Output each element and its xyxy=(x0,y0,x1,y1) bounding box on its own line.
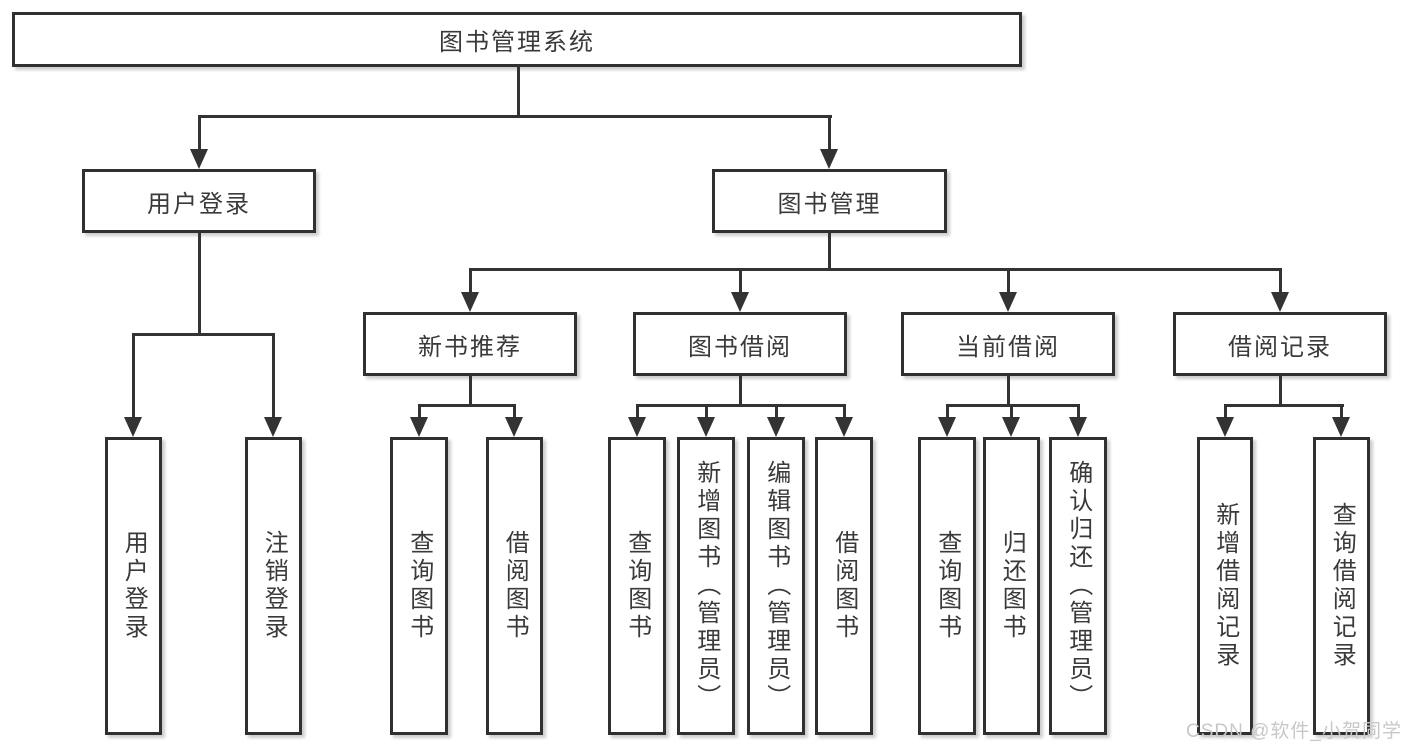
leaf-add-book-admin: 新增图书（管理员） xyxy=(677,437,735,735)
leaf-add-borrow-record: 新增借阅记录 xyxy=(1197,437,1253,735)
leaf-edit-book-admin: 编辑图书（管理员） xyxy=(747,437,805,735)
connector-drop-leaf xyxy=(636,404,639,420)
connector-drop-group xyxy=(1279,268,1282,294)
node-borrow-records: 借阅记录 xyxy=(1173,312,1387,376)
node-book-borrowing-label: 图书借阅 xyxy=(688,333,792,361)
watermark-text: CSDN @软件_小贺同学 xyxy=(1186,721,1402,742)
connector-drop-book-management xyxy=(828,115,831,151)
connector-group-stub xyxy=(469,376,472,406)
arrow-down-icon xyxy=(938,417,956,437)
leaf-edit-book-admin-label: 编辑图书（管理员） xyxy=(762,460,790,712)
leaf-user-login-label: 用户登录 xyxy=(120,530,148,642)
arrow-down-icon xyxy=(835,417,853,437)
leaf-borrow-books-recommend: 借阅图书 xyxy=(486,437,543,735)
leaf-return-book-label: 归还图书 xyxy=(998,530,1026,642)
connector-drop-group xyxy=(1007,268,1010,294)
node-current-borrowing-label: 当前借阅 xyxy=(956,333,1060,361)
node-new-book-recommend: 新书推荐 xyxy=(363,312,577,376)
arrow-down-icon xyxy=(124,417,142,437)
connector-group-rail xyxy=(946,404,1080,407)
arrow-down-icon xyxy=(820,149,838,169)
node-book-borrowing: 图书借阅 xyxy=(633,312,847,376)
arrow-down-icon xyxy=(697,417,715,437)
connector-drop-leaf xyxy=(1010,404,1013,420)
leaf-user-login: 用户登录 xyxy=(105,437,162,735)
connector-drop-leaf xyxy=(1077,404,1080,420)
arrow-down-icon xyxy=(1069,417,1087,437)
connector-drop-leaf xyxy=(1340,404,1343,420)
connector-drop-leaf xyxy=(132,333,135,419)
leaf-return-book: 归还图书 xyxy=(983,437,1040,735)
leaf-query-books-recommend: 查询图书 xyxy=(390,437,448,735)
node-current-borrowing: 当前借阅 xyxy=(901,312,1115,376)
connector-drop-leaf xyxy=(272,333,275,419)
arrow-down-icon xyxy=(190,149,208,169)
connector-drop-leaf xyxy=(513,404,516,420)
node-book-management: 图书管理 xyxy=(712,169,947,233)
node-user-login-label: 用户登录 xyxy=(147,190,251,218)
arrow-down-icon xyxy=(505,417,523,437)
arrow-down-icon xyxy=(1216,417,1234,437)
connector-drop-group xyxy=(739,268,742,294)
connector-group-rail xyxy=(1224,404,1344,407)
node-user-login: 用户登录 xyxy=(82,169,316,233)
arrow-down-icon xyxy=(999,292,1017,312)
leaf-query-borrow-record: 查询借阅记录 xyxy=(1313,437,1370,735)
arrow-down-icon xyxy=(264,417,282,437)
connector-level2-rail xyxy=(469,268,1282,271)
arrow-down-icon xyxy=(461,292,479,312)
arrow-down-icon xyxy=(731,292,749,312)
arrow-down-icon xyxy=(410,417,428,437)
connector-group-stub xyxy=(1279,376,1282,406)
connector-drop-user-login xyxy=(198,115,201,151)
connector-drop-leaf xyxy=(775,404,778,420)
leaf-confirm-return-admin-label: 确认归还（管理员） xyxy=(1064,460,1092,712)
arrow-down-icon xyxy=(1271,292,1289,312)
node-root-label: 图书管理系统 xyxy=(439,29,595,56)
connector-group-stub xyxy=(739,376,742,406)
leaf-add-borrow-record-label: 新增借阅记录 xyxy=(1211,502,1239,670)
leaf-query-books-borrowing: 查询图书 xyxy=(608,437,666,735)
connector-group-rail xyxy=(636,404,846,407)
node-borrow-records-label: 借阅记录 xyxy=(1228,333,1332,361)
node-root: 图书管理系统 xyxy=(12,12,1022,67)
leaf-query-books-current-label: 查询图书 xyxy=(933,530,961,642)
leaf-add-book-admin-label: 新增图书（管理员） xyxy=(692,460,720,712)
leaf-logout: 注销登录 xyxy=(245,437,302,735)
connector-group-rail xyxy=(418,404,516,407)
connector-root-stub xyxy=(517,65,520,117)
node-new-book-recommend-label: 新书推荐 xyxy=(418,333,522,361)
connector-drop-leaf xyxy=(843,404,846,420)
arrow-down-icon xyxy=(1002,417,1020,437)
connector-drop-leaf xyxy=(418,404,421,420)
leaf-borrow-books-borrowing: 借阅图书 xyxy=(815,437,873,735)
connector-level1-rail xyxy=(198,115,832,118)
leaf-query-books-borrowing-label: 查询图书 xyxy=(623,530,651,642)
connector-user-login-rail xyxy=(132,333,275,336)
leaf-query-books-current: 查询图书 xyxy=(918,437,976,735)
arrow-down-icon xyxy=(1332,417,1350,437)
leaf-borrow-books-recommend-label: 借阅图书 xyxy=(501,530,529,642)
connector-book-management-stub xyxy=(828,233,831,269)
leaf-confirm-return-admin: 确认归还（管理员） xyxy=(1049,437,1107,735)
connector-group-stub xyxy=(1007,376,1010,406)
connector-drop-leaf xyxy=(1224,404,1227,420)
leaf-query-books-recommend-label: 查询图书 xyxy=(405,530,433,642)
leaf-logout-label: 注销登录 xyxy=(260,530,288,642)
arrow-down-icon xyxy=(767,417,785,437)
arrow-down-icon xyxy=(628,417,646,437)
connector-drop-leaf xyxy=(946,404,949,420)
node-book-management-label: 图书管理 xyxy=(777,190,882,218)
leaf-query-borrow-record-label: 查询借阅记录 xyxy=(1328,502,1356,670)
leaf-borrow-books-borrowing-label: 借阅图书 xyxy=(830,530,858,642)
connector-user-login-stub xyxy=(198,233,201,334)
connector-drop-leaf xyxy=(705,404,708,420)
connector-drop-group xyxy=(469,268,472,294)
